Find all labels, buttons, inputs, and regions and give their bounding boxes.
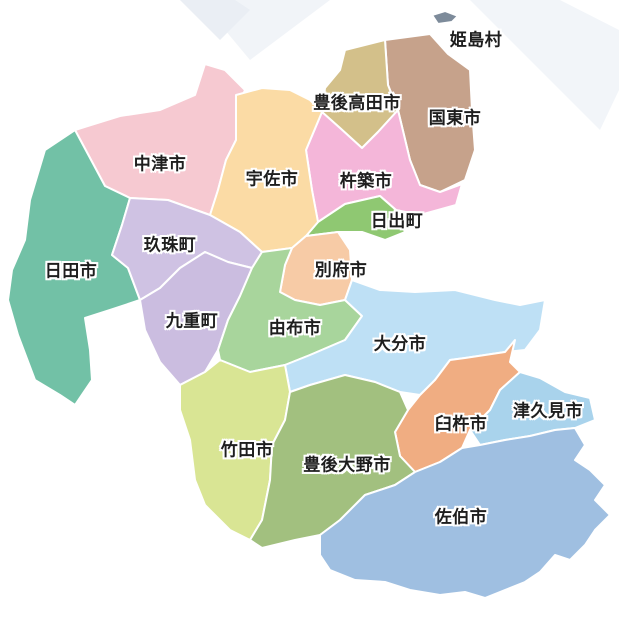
region-saiki[interactable]	[319, 427, 611, 599]
region-himeshima[interactable]	[431, 10, 459, 25]
